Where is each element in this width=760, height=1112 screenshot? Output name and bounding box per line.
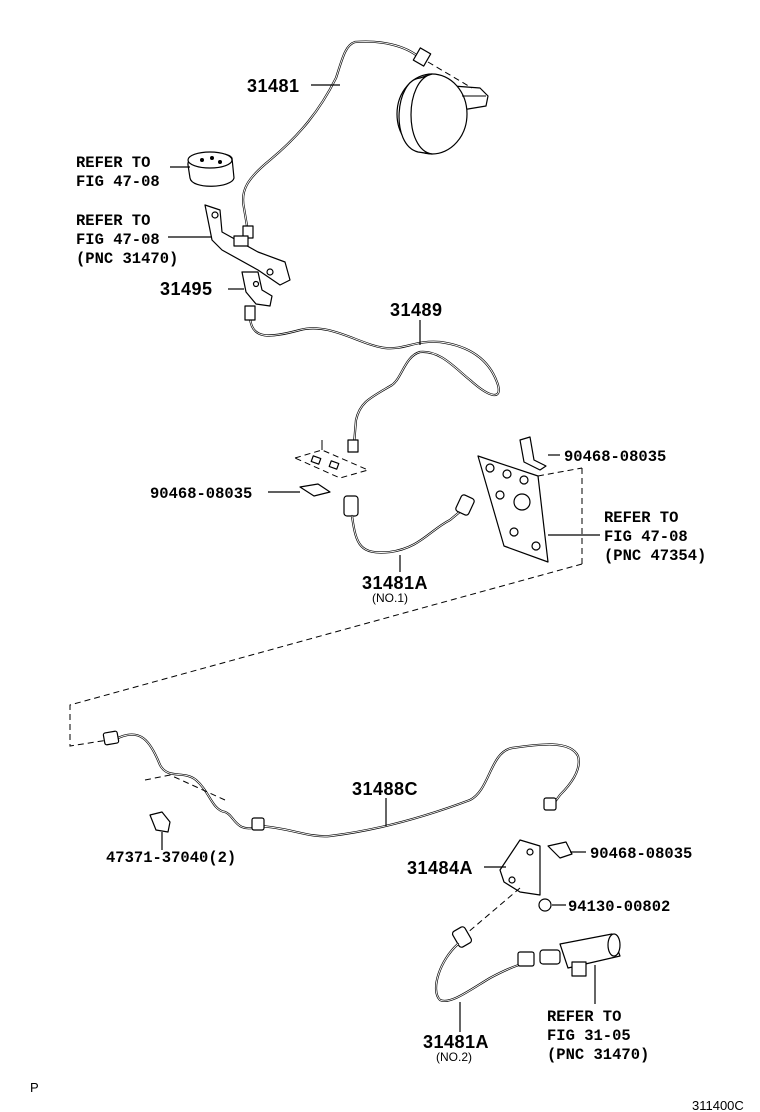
refer-label-4: REFER TO FIG 31-05 (PNC 31470) (547, 1008, 649, 1064)
diagram-id: 311400C (692, 1098, 744, 1112)
clamp-31495-icon (241, 271, 273, 307)
bracket-31484A-icon (499, 839, 541, 896)
part-number-31484A: 31484A (407, 858, 473, 878)
alignment-dash-line (69, 563, 583, 747)
refer-label-2: REFER TO FIG 47-08 (PNC 31470) (76, 212, 178, 268)
part-number-31489: 31489 (390, 300, 443, 320)
part-sub-no1: (NO.1) (372, 591, 408, 605)
part-number-31481: 31481 (247, 76, 300, 96)
release-cylinder-icon (539, 933, 621, 1004)
clamp-47371-icon (144, 774, 226, 850)
grommet-icon (187, 151, 235, 187)
dash-to-hose (465, 887, 521, 935)
clip-90468-a-icon (299, 483, 331, 497)
nut-94130-icon (538, 898, 552, 912)
mount-plate-icon (293, 440, 370, 479)
part-number-94130: 94130-00802 (568, 898, 670, 916)
master-cylinder-icon (396, 61, 489, 155)
pipe-31488C (102, 730, 580, 838)
part-sub-no2: (NO.2) (436, 1050, 472, 1064)
refer-label-1: REFER TO FIG 47-08 (76, 154, 160, 191)
pipe-31489 (244, 305, 500, 453)
part-number-90468-a: 90468-08035 (150, 485, 252, 503)
hose-31481A-no2 (435, 926, 535, 1003)
pipe-31481 (241, 40, 432, 239)
part-number-31481A-no1: 31481A (362, 573, 428, 593)
hose-31481A-no1 (343, 494, 475, 554)
refer-label-3: REFER TO FIG 47-08 (PNC 47354) (604, 509, 706, 565)
part-number-31495: 31495 (160, 279, 213, 299)
clip-90468-b-icon (519, 436, 547, 471)
leader-lines (168, 84, 600, 1032)
bracket-47354-icon (477, 455, 583, 564)
part-number-47371: 47371-37040(2) (106, 849, 236, 867)
part-number-31488C: 31488C (352, 779, 418, 799)
bracket-31470-icon (204, 204, 291, 286)
part-number-90468-c: 90468-08035 (590, 845, 692, 863)
clip-90468-c-icon (547, 841, 573, 859)
corner-code-left: P (30, 1080, 39, 1095)
part-number-31481A-no2: 31481A (423, 1032, 489, 1052)
part-number-90468-b: 90468-08035 (564, 448, 666, 466)
